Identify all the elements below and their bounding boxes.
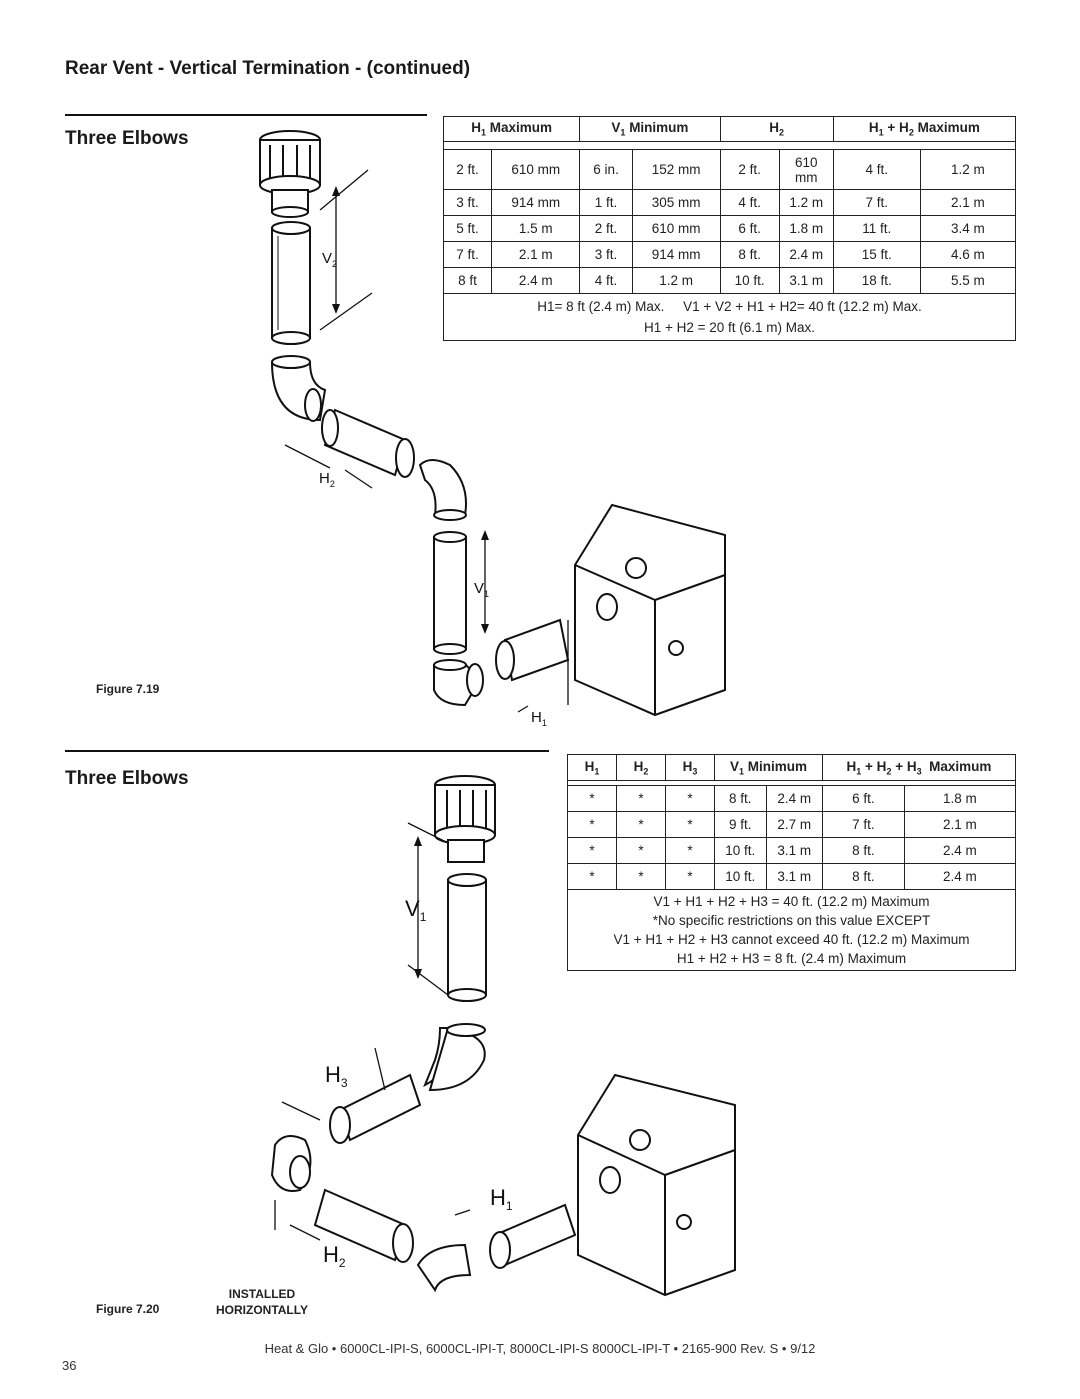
dimension-arrowheads	[414, 836, 422, 979]
table-note: V1 + H1 + H2 + H3 = 40 ft. (12.2 m) Maxi…	[567, 889, 1016, 971]
header-h2: H2	[719, 116, 834, 142]
label-h2: H2	[323, 1242, 346, 1270]
pipe-h1	[489, 1203, 577, 1269]
label-h1: H1	[490, 1185, 513, 1213]
pipe-h2	[321, 408, 415, 478]
section-rule-middle	[65, 750, 549, 752]
elbow-2	[270, 1135, 312, 1192]
header-h1: H1	[567, 754, 617, 781]
section-title-three-elbows-2: Three Elbows	[65, 768, 189, 789]
vent-diagram-figure-7-19: V2 H2 V1 H1	[259, 130, 726, 728]
section-rule-top	[65, 114, 427, 116]
table-row: 2 ft. 610 mm 6 in. 152 mm 2 ft. 610 mm 4…	[442, 149, 1017, 190]
label-v1: V1	[405, 896, 427, 924]
elbow-3	[416, 1243, 472, 1293]
elbow-1	[423, 1023, 486, 1092]
label-h3: H3	[325, 1062, 348, 1090]
footer: Heat & Glo • 6000CL-IPI-S, 6000CL-IPI-T,…	[264, 1341, 816, 1356]
page-title: Rear Vent - Vertical Termination - (cont…	[65, 58, 471, 79]
section-title-three-elbows-1: Three Elbows	[65, 128, 189, 149]
pipe-h3	[329, 1073, 422, 1144]
label-h1: H1	[531, 709, 547, 728]
pipe-h1	[495, 618, 570, 682]
table-note: H1= 8 ft (2.4 m) Max. V1 + V2 + H1 + H2=…	[443, 293, 1016, 341]
table-row: 3 ft. 914 mm 1 ft. 305 mm 4 ft. 1.2 m 7 …	[442, 189, 1017, 216]
figure-7-19-label: Figure 7.19	[96, 682, 160, 696]
header-h1-h2-maximum: H1 + H2 Maximum	[832, 116, 1017, 142]
header-h1-maximum: H1 Maximum	[442, 116, 581, 142]
pipe-v2	[271, 221, 311, 345]
header-h1-h2-h3-maximum: H1 + H2 + H3 Maximum	[821, 754, 1017, 781]
label-v2: V2	[322, 250, 337, 269]
figure-7-20-label: Figure 7.20	[96, 1302, 160, 1316]
label-h2: H2	[319, 470, 335, 489]
table-row: * * * 10 ft. 3.1 m 8 ft. 2.4 m	[567, 837, 1017, 864]
termination-cap	[434, 775, 496, 863]
page-number: 36	[62, 1358, 77, 1373]
dimension-arrowheads	[332, 186, 489, 634]
pipe-v1	[447, 873, 487, 1002]
vent-diagram-figure-7-20: V1 H3 H1 H2	[270, 775, 736, 1297]
table-row: 7 ft. 2.1 m 3 ft. 914 mm 8 ft. 2.4 m 15 …	[442, 241, 1017, 268]
label-v1: V1	[474, 580, 489, 599]
table-three-elbows-2: H1 H2 H3 V1 Minimum H1 + H2 + H3 Maximum…	[567, 754, 1017, 971]
header-h2: H2	[616, 754, 666, 781]
table-row: * * * 9 ft. 2.7 m 7 ft. 2.1 m	[567, 811, 1017, 838]
termination-cap	[259, 130, 321, 218]
elbow-1	[270, 355, 327, 422]
installed-horizontally-note: INSTALLED HORIZONTALLY	[216, 1287, 308, 1317]
table-row: 5 ft. 1.5 m 2 ft. 610 mm 6 ft. 1.8 m 11 …	[442, 215, 1017, 242]
header-h3: H3	[665, 754, 715, 781]
header-v1-minimum: V1 Minimum	[579, 116, 721, 142]
table-three-elbows-1: H1 Maximum V1 Minimum H2 H1 + H2 Maximum…	[442, 116, 1017, 341]
table-row: * * * 10 ft. 3.1 m 8 ft. 2.4 m	[567, 863, 1017, 890]
elbow-2	[418, 459, 467, 521]
fireplace-box	[577, 1073, 736, 1297]
elbow-3	[433, 659, 484, 707]
dimension-lines	[284, 169, 569, 713]
fireplace-box	[574, 503, 726, 717]
header-v1-minimum: V1 Minimum	[714, 754, 823, 781]
pipe-h2	[313, 1188, 414, 1263]
pipe-v1	[433, 531, 467, 655]
table-row: 8 ft 2.4 m 4 ft. 1.2 m 10 ft. 3.1 m 18 f…	[442, 267, 1017, 294]
table-row: * * * 8 ft. 2.4 m 6 ft. 1.8 m	[567, 785, 1017, 812]
